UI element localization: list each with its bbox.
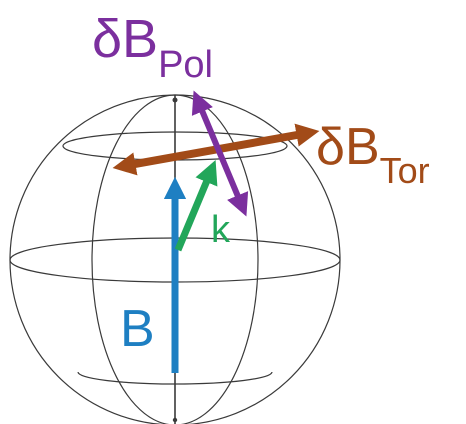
delta-b-tor-subscript: Tor [380,150,430,191]
delta-b-pol-label: δBPol [92,9,213,86]
delta-b-tor-main: δB [316,118,380,176]
delta-b-pol-main: δB [92,9,158,69]
south-pole-dot [172,417,178,423]
delta-b-pol-arrow [191,90,249,217]
b-label: B [120,300,155,358]
delta-b-tor-label: δBTor [316,118,430,191]
north-pole-dot [172,97,178,103]
delta-b-pol-subscript: Pol [158,44,213,86]
k-label: k [211,209,231,251]
